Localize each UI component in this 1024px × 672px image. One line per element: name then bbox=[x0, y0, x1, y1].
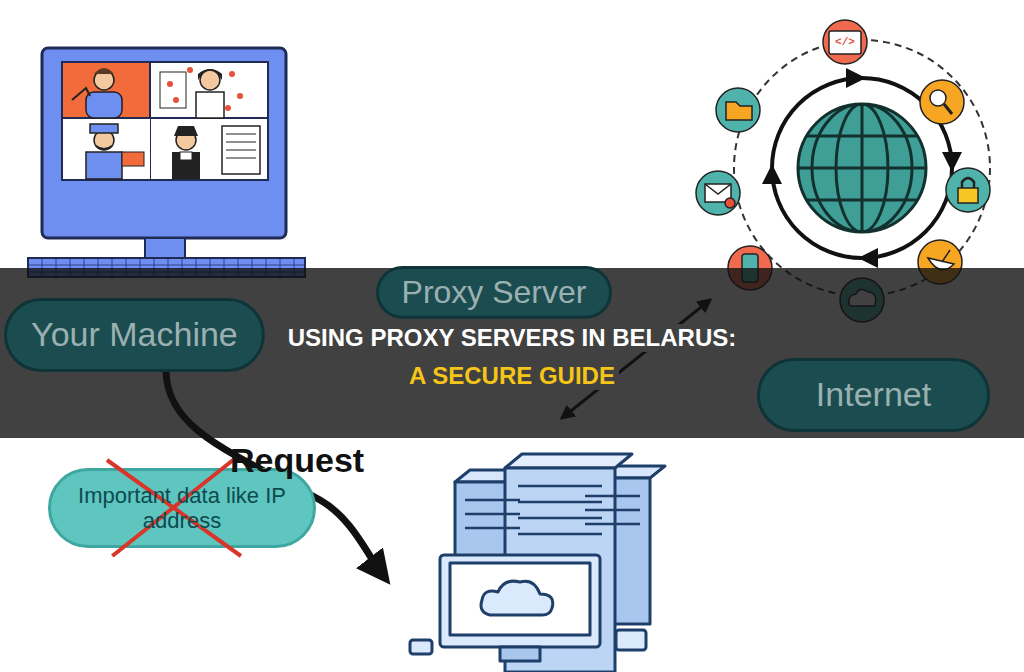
internet-globe bbox=[734, 40, 990, 296]
pill-box: Important data like IP address bbox=[48, 468, 316, 548]
title-line: USING PROXY SERVERS IN BELARUS: bbox=[284, 324, 741, 352]
title-banner bbox=[0, 268, 1024, 438]
subtitle-line: A SECURE GUIDE bbox=[405, 362, 619, 390]
arrow-label: Request bbox=[230, 441, 364, 479]
pill-text: Proxy Server bbox=[402, 274, 587, 311]
code-icon-text: </> bbox=[835, 36, 855, 49]
pill-text: Important data like IP address bbox=[76, 483, 288, 534]
pill-box: Your Machine bbox=[4, 298, 265, 372]
server-stack bbox=[410, 454, 665, 672]
pill-box: Proxy Server bbox=[376, 266, 612, 319]
pill-box: Internet bbox=[757, 358, 990, 432]
pill-text: Internet bbox=[816, 375, 931, 414]
pill-text: Your Machine bbox=[31, 315, 238, 354]
computer-monitor bbox=[28, 48, 305, 277]
